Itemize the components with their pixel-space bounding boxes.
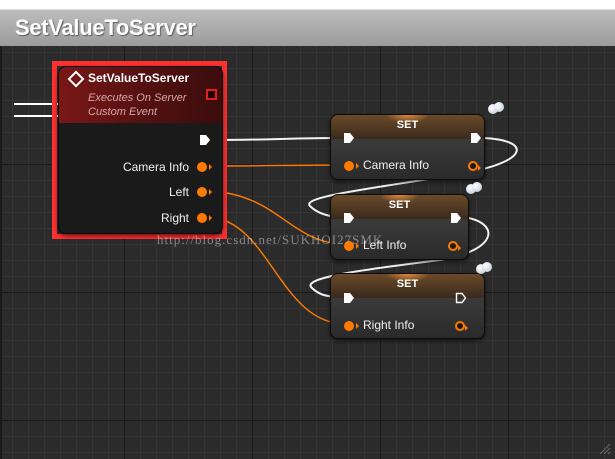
output-pin-left-info[interactable]	[448, 241, 461, 251]
set-node-header: SET	[331, 115, 484, 139]
watermark-text: http://blog.csdn.net/SUKHOI27SMK	[157, 232, 384, 247]
output-pin-camera-info[interactable]	[197, 162, 212, 172]
output-pin-camera-info[interactable]	[468, 161, 481, 171]
set-node-title: SET	[388, 199, 411, 211]
graph-title-bar: SetValueToServer	[0, 0, 615, 46]
output-label-right: Right	[160, 211, 189, 225]
exec-output-pin[interactable]	[199, 134, 211, 146]
output-label-camera-info: Camera Info	[122, 160, 189, 174]
set-node-title: SET	[396, 278, 419, 290]
event-node-subtitle-2: Custom Event	[88, 106, 158, 118]
exec-input-pin[interactable]	[343, 212, 355, 224]
exec-input-pin[interactable]	[343, 132, 355, 144]
input-label-camera-info: Camera Info	[363, 158, 430, 172]
input-label-left-info: Left Info	[363, 238, 407, 252]
input-label-right-info: Right Info	[363, 318, 415, 332]
output-pin-right[interactable]	[197, 213, 212, 223]
set-node-right-info[interactable]: SET Right Info	[330, 273, 485, 339]
set-node-left-info[interactable]: SET Left Info	[330, 194, 469, 260]
network-replication-icon	[476, 260, 492, 276]
set-node-title: SET	[396, 119, 419, 131]
selection-highlight	[52, 61, 227, 239]
event-node-header: SetValueToServer Executes On Server Cust…	[59, 67, 222, 123]
exec-output-pin[interactable]	[470, 132, 482, 144]
event-diamond-icon	[67, 70, 85, 88]
exec-output-pin-unconnected[interactable]	[455, 292, 467, 304]
event-node-title: SetValueToServer	[88, 71, 190, 85]
resize-grip-icon[interactable]	[599, 443, 611, 455]
output-pin-right-info[interactable]	[455, 321, 468, 331]
custom-event-node[interactable]: SetValueToServer Executes On Server Cust…	[58, 66, 223, 234]
input-pin-left-info[interactable]	[344, 241, 359, 251]
output-pin-left[interactable]	[197, 187, 212, 197]
set-node-body	[331, 219, 468, 259]
set-node-header: SET	[331, 195, 468, 219]
output-label-left: Left	[168, 185, 189, 199]
set-node-body	[331, 298, 484, 338]
graph-title: SetValueToServer	[15, 15, 196, 40]
network-replication-icon	[488, 100, 504, 116]
network-replication-icon	[466, 180, 482, 196]
delegate-output-pin[interactable]	[206, 89, 217, 100]
event-node-subtitle-1: Executes On Server	[88, 92, 187, 104]
set-node-camera-info[interactable]: SET Camera Info	[330, 114, 485, 180]
set-node-body	[331, 139, 484, 179]
input-pin-right-info[interactable]	[344, 321, 359, 331]
exec-input-pin[interactable]	[343, 292, 355, 304]
input-pin-camera-info[interactable]	[344, 161, 359, 171]
exec-output-pin[interactable]	[450, 212, 462, 224]
